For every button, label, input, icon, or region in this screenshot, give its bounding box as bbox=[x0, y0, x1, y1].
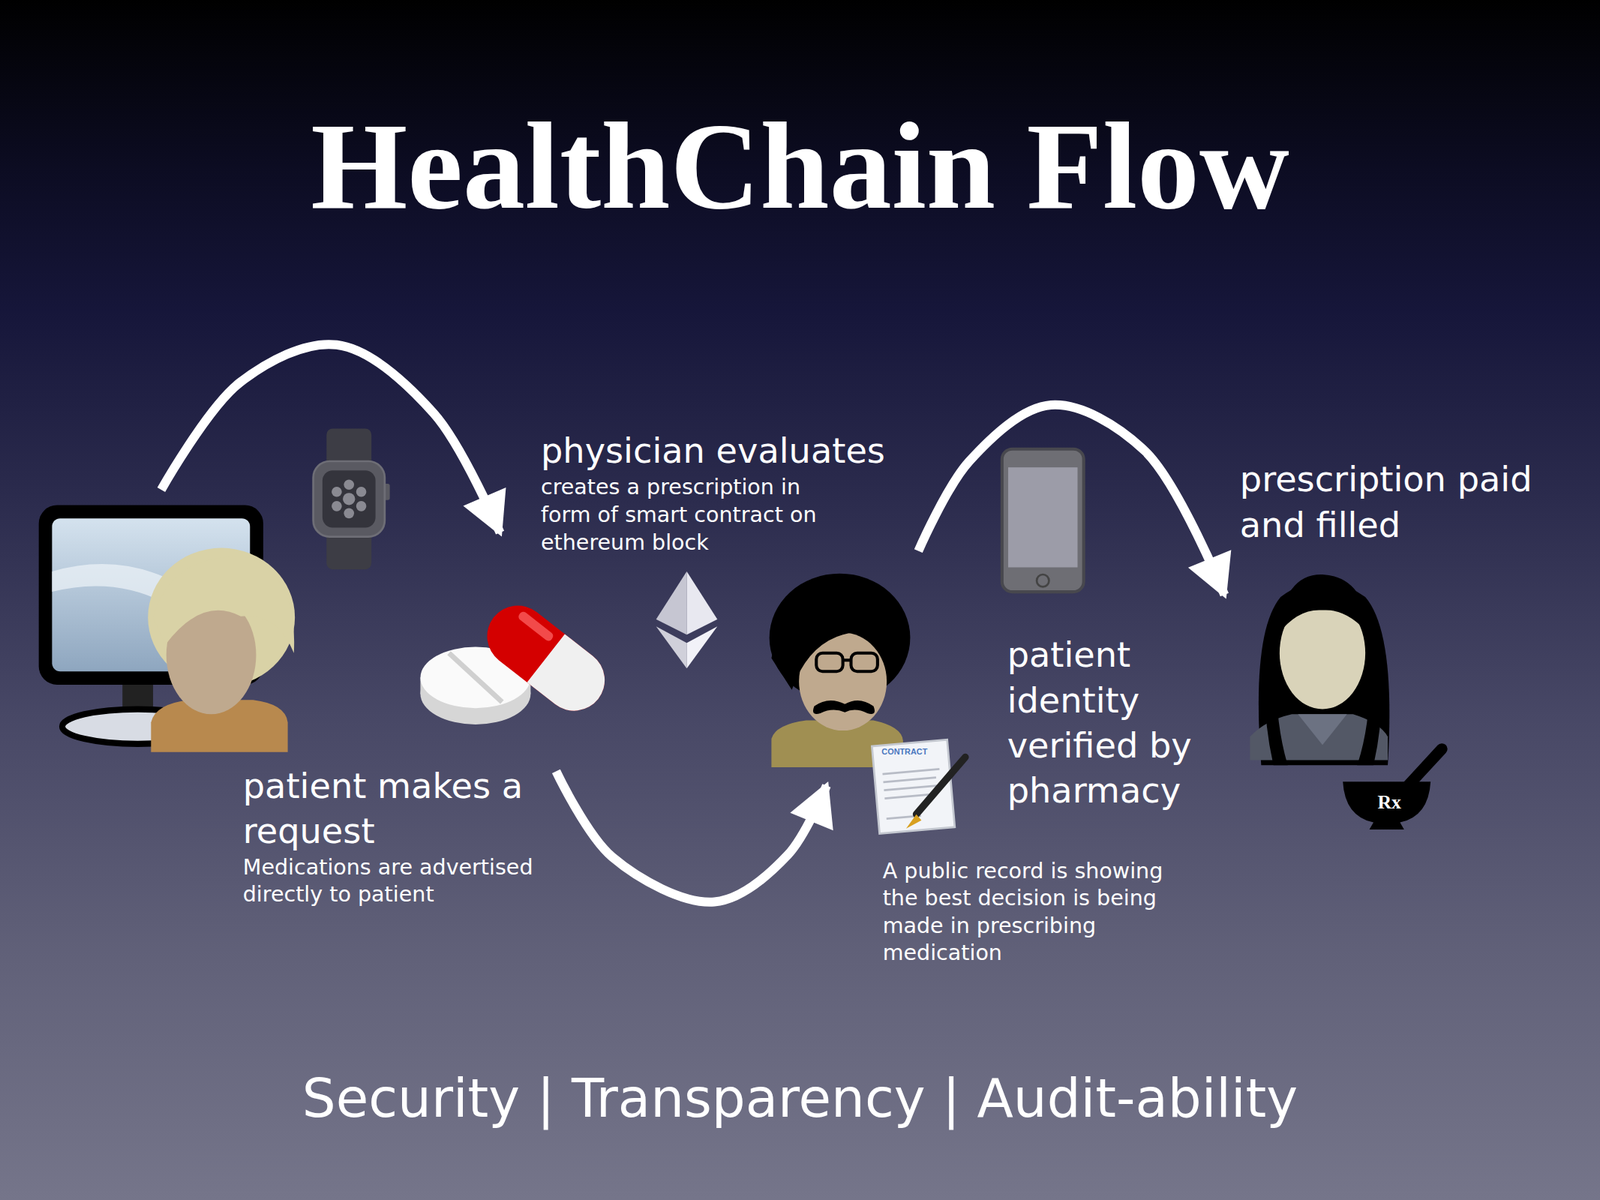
pharmacist-figure-part bbox=[1277, 574, 1369, 635]
flow-arrow bbox=[555, 771, 826, 902]
pills-icon-part bbox=[474, 593, 618, 724]
flow-arrow bbox=[918, 405, 1225, 595]
smartwatch-icon-part-part bbox=[343, 508, 355, 520]
flow-arrow bbox=[161, 344, 501, 533]
mortar-pestle-icon bbox=[1342, 749, 1442, 830]
ethereum-symbol bbox=[656, 571, 718, 669]
smartwatch-icon-part bbox=[313, 461, 385, 538]
pharmacist-figure-part bbox=[1264, 612, 1288, 766]
diagram-title: HealthChain Flow bbox=[0, 104, 1600, 229]
smartwatch-icon-part bbox=[322, 470, 376, 528]
contract-icon-part bbox=[916, 756, 966, 814]
contract-icon-part-part-part bbox=[882, 768, 940, 775]
patient-figure-part bbox=[153, 557, 295, 654]
contract-icon-part-part-part bbox=[882, 777, 936, 783]
smartwatch-icon-part-part bbox=[356, 486, 367, 498]
physician-figure bbox=[769, 573, 911, 768]
text-flow: physician evaluatescreates a prescriptio… bbox=[540, 428, 886, 556]
physician-figure-part bbox=[771, 589, 898, 690]
text-flow: prescription paid and filled bbox=[1239, 456, 1578, 547]
ethereum-symbol-part bbox=[656, 571, 688, 635]
node-heading: prescription paid and filled bbox=[1239, 456, 1578, 547]
ethereum-symbol-part bbox=[687, 626, 718, 669]
contract-icon-part-part-part bbox=[883, 785, 941, 791]
physician-figure-part bbox=[813, 700, 875, 715]
mortar-pestle-icon-part bbox=[1342, 781, 1431, 830]
callout-note: A public record is showing the best deci… bbox=[882, 857, 1181, 967]
pills-icon-part-part bbox=[474, 593, 618, 724]
ethereum-symbol-part bbox=[656, 626, 688, 669]
physician-figure-part bbox=[843, 658, 852, 662]
contract-icon bbox=[871, 739, 965, 834]
phone-icon bbox=[1002, 449, 1084, 592]
node-note: creates a prescription in form of smart … bbox=[540, 473, 847, 556]
smartwatch-icon-part-part bbox=[343, 479, 355, 490]
figure-group: physician evaluatescreates a prescriptio… bbox=[500, 428, 919, 786]
document-heading: CONTRACT bbox=[881, 747, 928, 757]
figure-group: patient makes a requestMedications are a… bbox=[36, 489, 557, 915]
contract-icon-part bbox=[906, 814, 922, 829]
pills-icon-part-part bbox=[527, 633, 618, 724]
smartwatch-icon-part-part bbox=[331, 486, 343, 498]
smartwatch-icon-part bbox=[331, 479, 367, 519]
rx-symbol: Rx bbox=[1377, 792, 1402, 814]
pharmacist-figure bbox=[1249, 574, 1390, 766]
pharmacist-figure-part bbox=[1356, 612, 1382, 766]
smartwatch-icon-part-part bbox=[356, 501, 367, 512]
node-heading: physician evaluates bbox=[540, 428, 886, 474]
physician-figure-part bbox=[851, 653, 878, 672]
contract-icon-part-part-part bbox=[884, 794, 930, 799]
smartwatch-icon-part-part bbox=[342, 492, 355, 505]
pills-icon bbox=[420, 593, 617, 725]
ethereum-symbol-part bbox=[687, 571, 718, 635]
physician-figure-part bbox=[816, 653, 843, 672]
text-flow: patient makes a requestMedications are a… bbox=[243, 763, 550, 909]
diagram-caption: Security | Transparency | Audit-ability bbox=[0, 1067, 1600, 1132]
pills-icon-part-part bbox=[516, 610, 555, 643]
phone-icon-part bbox=[1002, 449, 1084, 592]
phone-icon-part bbox=[1036, 574, 1049, 587]
smartwatch-icon-part-part bbox=[331, 501, 343, 512]
node-heading: patient makes a request bbox=[243, 763, 550, 854]
pills-icon-part bbox=[449, 653, 503, 703]
figure-group: prescription paid and filled bbox=[1224, 453, 1578, 832]
smartwatch-icon bbox=[313, 428, 391, 570]
pharmacist-figure-part bbox=[1297, 714, 1347, 745]
node-note: Medications are advertised directly to p… bbox=[243, 853, 550, 909]
callout-note: patient identity verified by pharmacy bbox=[1007, 632, 1263, 814]
phone-icon-part bbox=[1008, 467, 1078, 568]
patient-figure bbox=[147, 548, 295, 753]
